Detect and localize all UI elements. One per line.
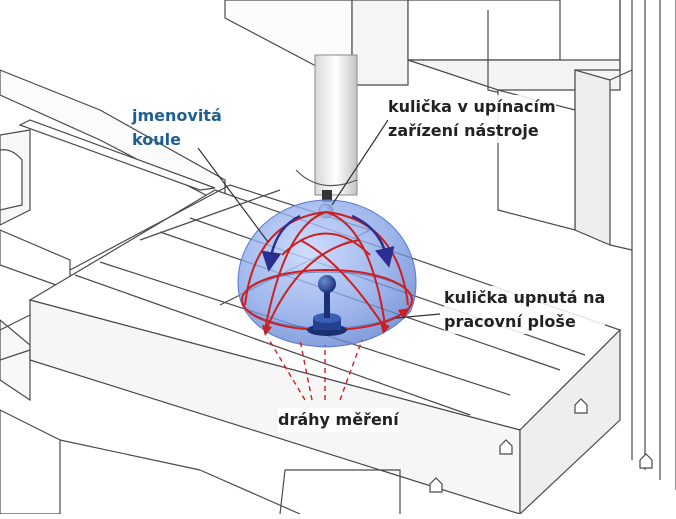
- label-table-ball-line1: kulička upnutá na: [444, 288, 606, 307]
- label-nominal-sphere-line2: koule: [132, 130, 181, 149]
- paths-leader-lines: [267, 337, 363, 401]
- leader-lines: [197, 119, 441, 319]
- label-tool-holder-ball-line1: kulička v upínacím: [388, 97, 556, 116]
- table-ball: [307, 275, 347, 336]
- direction-arrows: [261, 214, 395, 272]
- label-table-ball-line2: pracovní ploše: [444, 312, 576, 331]
- path-arrows: [262, 308, 410, 336]
- label-measuring-paths: dráhy měření: [278, 408, 399, 432]
- label-tool-holder-ball-line2: zařízení nástroje: [388, 121, 539, 140]
- label-nominal-sphere: jmenovitá koule: [132, 104, 222, 152]
- label-tool-holder-ball: kulička v upínacím zařízení nástroje: [388, 95, 556, 143]
- spindle: [295, 54, 358, 219]
- label-nominal-sphere-line1: jmenovitá: [132, 106, 222, 125]
- label-table-ball: kulička upnutá na pracovní ploše: [444, 286, 606, 334]
